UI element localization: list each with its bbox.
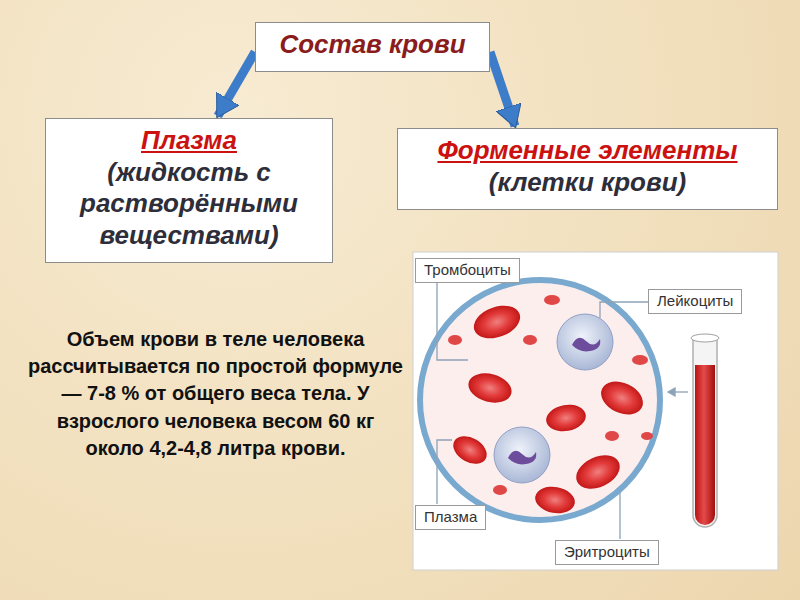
formed-elements-box: Форменные элементы(клетки крови) <box>397 128 778 210</box>
erythrocytes <box>448 300 648 517</box>
illustration-panel <box>413 252 778 570</box>
node-heading: Плазма <box>424 508 477 525</box>
plasma-label: Плазма <box>415 505 486 530</box>
node-body: (клетки крови) <box>408 167 767 199</box>
platelets <box>448 295 653 495</box>
title-box: Состав крови <box>255 22 490 72</box>
info-note: Объем крови в теле человека рассчитывает… <box>28 326 403 462</box>
node-heading: Форменные элементы <box>408 135 767 167</box>
platelets-label: Тромбоциты <box>415 258 520 283</box>
node-heading: Лейкоциты <box>657 292 733 309</box>
leukocytes <box>494 314 613 483</box>
erythrocytes-label: Эритроциты <box>555 540 659 565</box>
leukocytes-label: Лейкоциты <box>648 289 742 314</box>
flow-arrow <box>490 52 515 126</box>
plasma-box: Плазма(жидкость с растворёнными вещества… <box>45 118 333 263</box>
node-heading: Тромбоциты <box>424 261 511 278</box>
test-tube <box>691 334 719 527</box>
node-heading: Эритроциты <box>564 543 650 560</box>
flow-arrow <box>218 52 255 116</box>
blood-drop-view <box>420 280 660 520</box>
leader-lines <box>437 283 688 539</box>
node-body: (жидкость с растворёнными веществами) <box>56 157 322 252</box>
node-heading: Плазма <box>56 125 322 157</box>
node-heading: Состав крови <box>266 29 479 61</box>
